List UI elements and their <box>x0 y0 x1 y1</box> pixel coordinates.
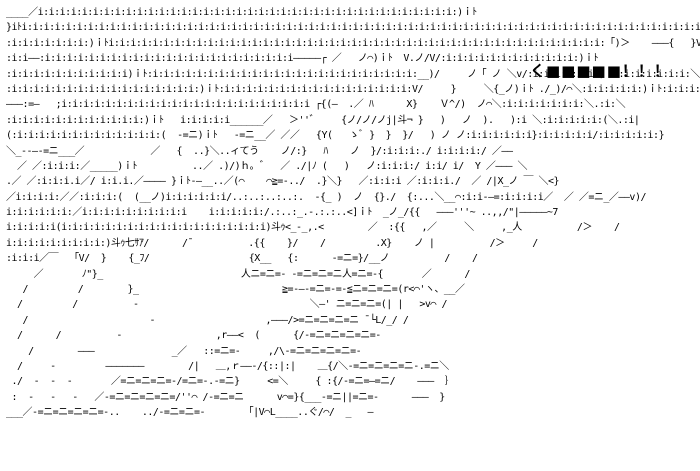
art-line: :i:i:i:i:i:i:i:i:i:i:i:i:i:i:i:i:i:)ｉﾄ:i… <box>6 83 700 95</box>
art-line: :i:i:i:i:i:i:i:i:i:i:i:i:)ｉﾄ i:i:i:i:i__… <box>6 114 640 126</box>
art-line: ／ ／:i:i:i:／_____)ｉﾄ ..／ .)/)ｈ｡ ゛ ／ ./|ﾉ … <box>6 160 527 172</box>
art-line: i:i:i:i:i:i:i:i:i:)斗ｩ七ｻｱ/ /¯ .{{ }/ / .X… <box>6 237 538 249</box>
art-line: i:i:i:i:i:i:／i:i:i:i:i:i:i:i:i:i i:i:i:i… <box>6 207 558 219</box>
art-line: :i:i:i／￣ 「V/ } {_ﾌ/ {X__ {: -=ニ=}/__ノ / … <box>6 253 478 265</box>
art-line: / ――― _／ ::=ニ=- ,/\-=ニ=ニ=ニ=ニ=- <box>6 345 362 357</box>
art-line: : - - - ／-=ニ=ニ=ニ=ニ=/''⌒ /-=ニ=ニ v⌒=}{___-… <box>6 391 446 403</box>
art-line: ./ - - - ／=ニ=ニ=ニ=-/=ニ=-.-=ニ} <=＼ { :{/-=… <box>6 376 455 388</box>
art-line: .／ ／:i:i:i.i／/ i:i.i.／―――― }ｉﾄ-―__..／(⌒ … <box>6 176 560 188</box>
art-line: :i:i――:i:i:i:i:i:i:i:i:i:i:i:i:i:i:i:i:i… <box>6 53 599 65</box>
art-line: / / }_ ≧=-―-=ニ=-=-≦ニ=ニ=ニ=(r<⌒'ヽ、__／ <box>6 284 465 296</box>
art-line: }iﾄi:i:i:i:i:i:i:i:i:i:i:i:i:i:i:i:i:i:i… <box>6 22 700 34</box>
shout-caption: く■■■■■！！！ <box>530 62 670 80</box>
art-line: :i:i:i:i:i:i:i:i:i:i:i)ｉﾄ:i:i:i:i:i:i:i:… <box>6 68 700 80</box>
art-line: ／ ﾉ"}_ 人ニ=ニ=- ‐=ニ=ニ=ニ人=ニ=-{ ／ / <box>6 268 471 280</box>
art-line: ＼_--―-=ニ___／ ／ { ..}＼..ィてう ノ/:} ﾊ ノ }/:i… <box>6 145 513 157</box>
art-line: ―――:=― ;i:i:i:i:i:i:i:i:i:i:i:i:i:i:i:i:… <box>6 99 626 111</box>
art-line: (:i:i:i:i:i:i:i:i:i:i:i:i:i:( -=ニ)ｉﾄ -=ニ… <box>6 130 665 142</box>
art-line: ／i:i:i:i:／／:i:i:i:( (__ノ)i:i:i:i:i:i/..:… <box>6 191 647 203</box>
art-line: / / - ＼―' ニ=ニ=ニ=(| | >v⌒ / <box>6 299 447 311</box>
ascii-art-figure: ____／i:i:i:i:i:i:i:i:i:i:i:i:i:i:i:i:i:i… <box>6 5 700 421</box>
art-line: / - ――――――― /| ＿,ｒ――-/{::|:| ＿{/＼-=ニ=ニ=ニ… <box>6 360 449 372</box>
art-line: ___／-=ニ=ニ=ニ=ニ=-.. ../-=ニ=ニ=- 「|V⌒L____..… <box>6 407 374 419</box>
art-line: ____／i:i:i:i:i:i:i:i:i:i:i:i:i:i:i:i:i:i… <box>6 7 477 18</box>
art-line: i:i:i:i:i(i:i:i:i:i:i:i:i:i:i:i:i:i:i:i:… <box>6 222 620 234</box>
art-line: :i:i:i:i:i:i:i:)ｉﾄi:i:i:i:i:i:i:i:i:i:i:… <box>6 37 700 49</box>
art-line: / - ,―――/>=ニ=ニ=ニ=ニ ¯└L/_/ / <box>6 314 409 326</box>
art-line: / / - ,r――< ( {/-=ニ=ニ=ニ=ニ=- <box>6 330 381 342</box>
